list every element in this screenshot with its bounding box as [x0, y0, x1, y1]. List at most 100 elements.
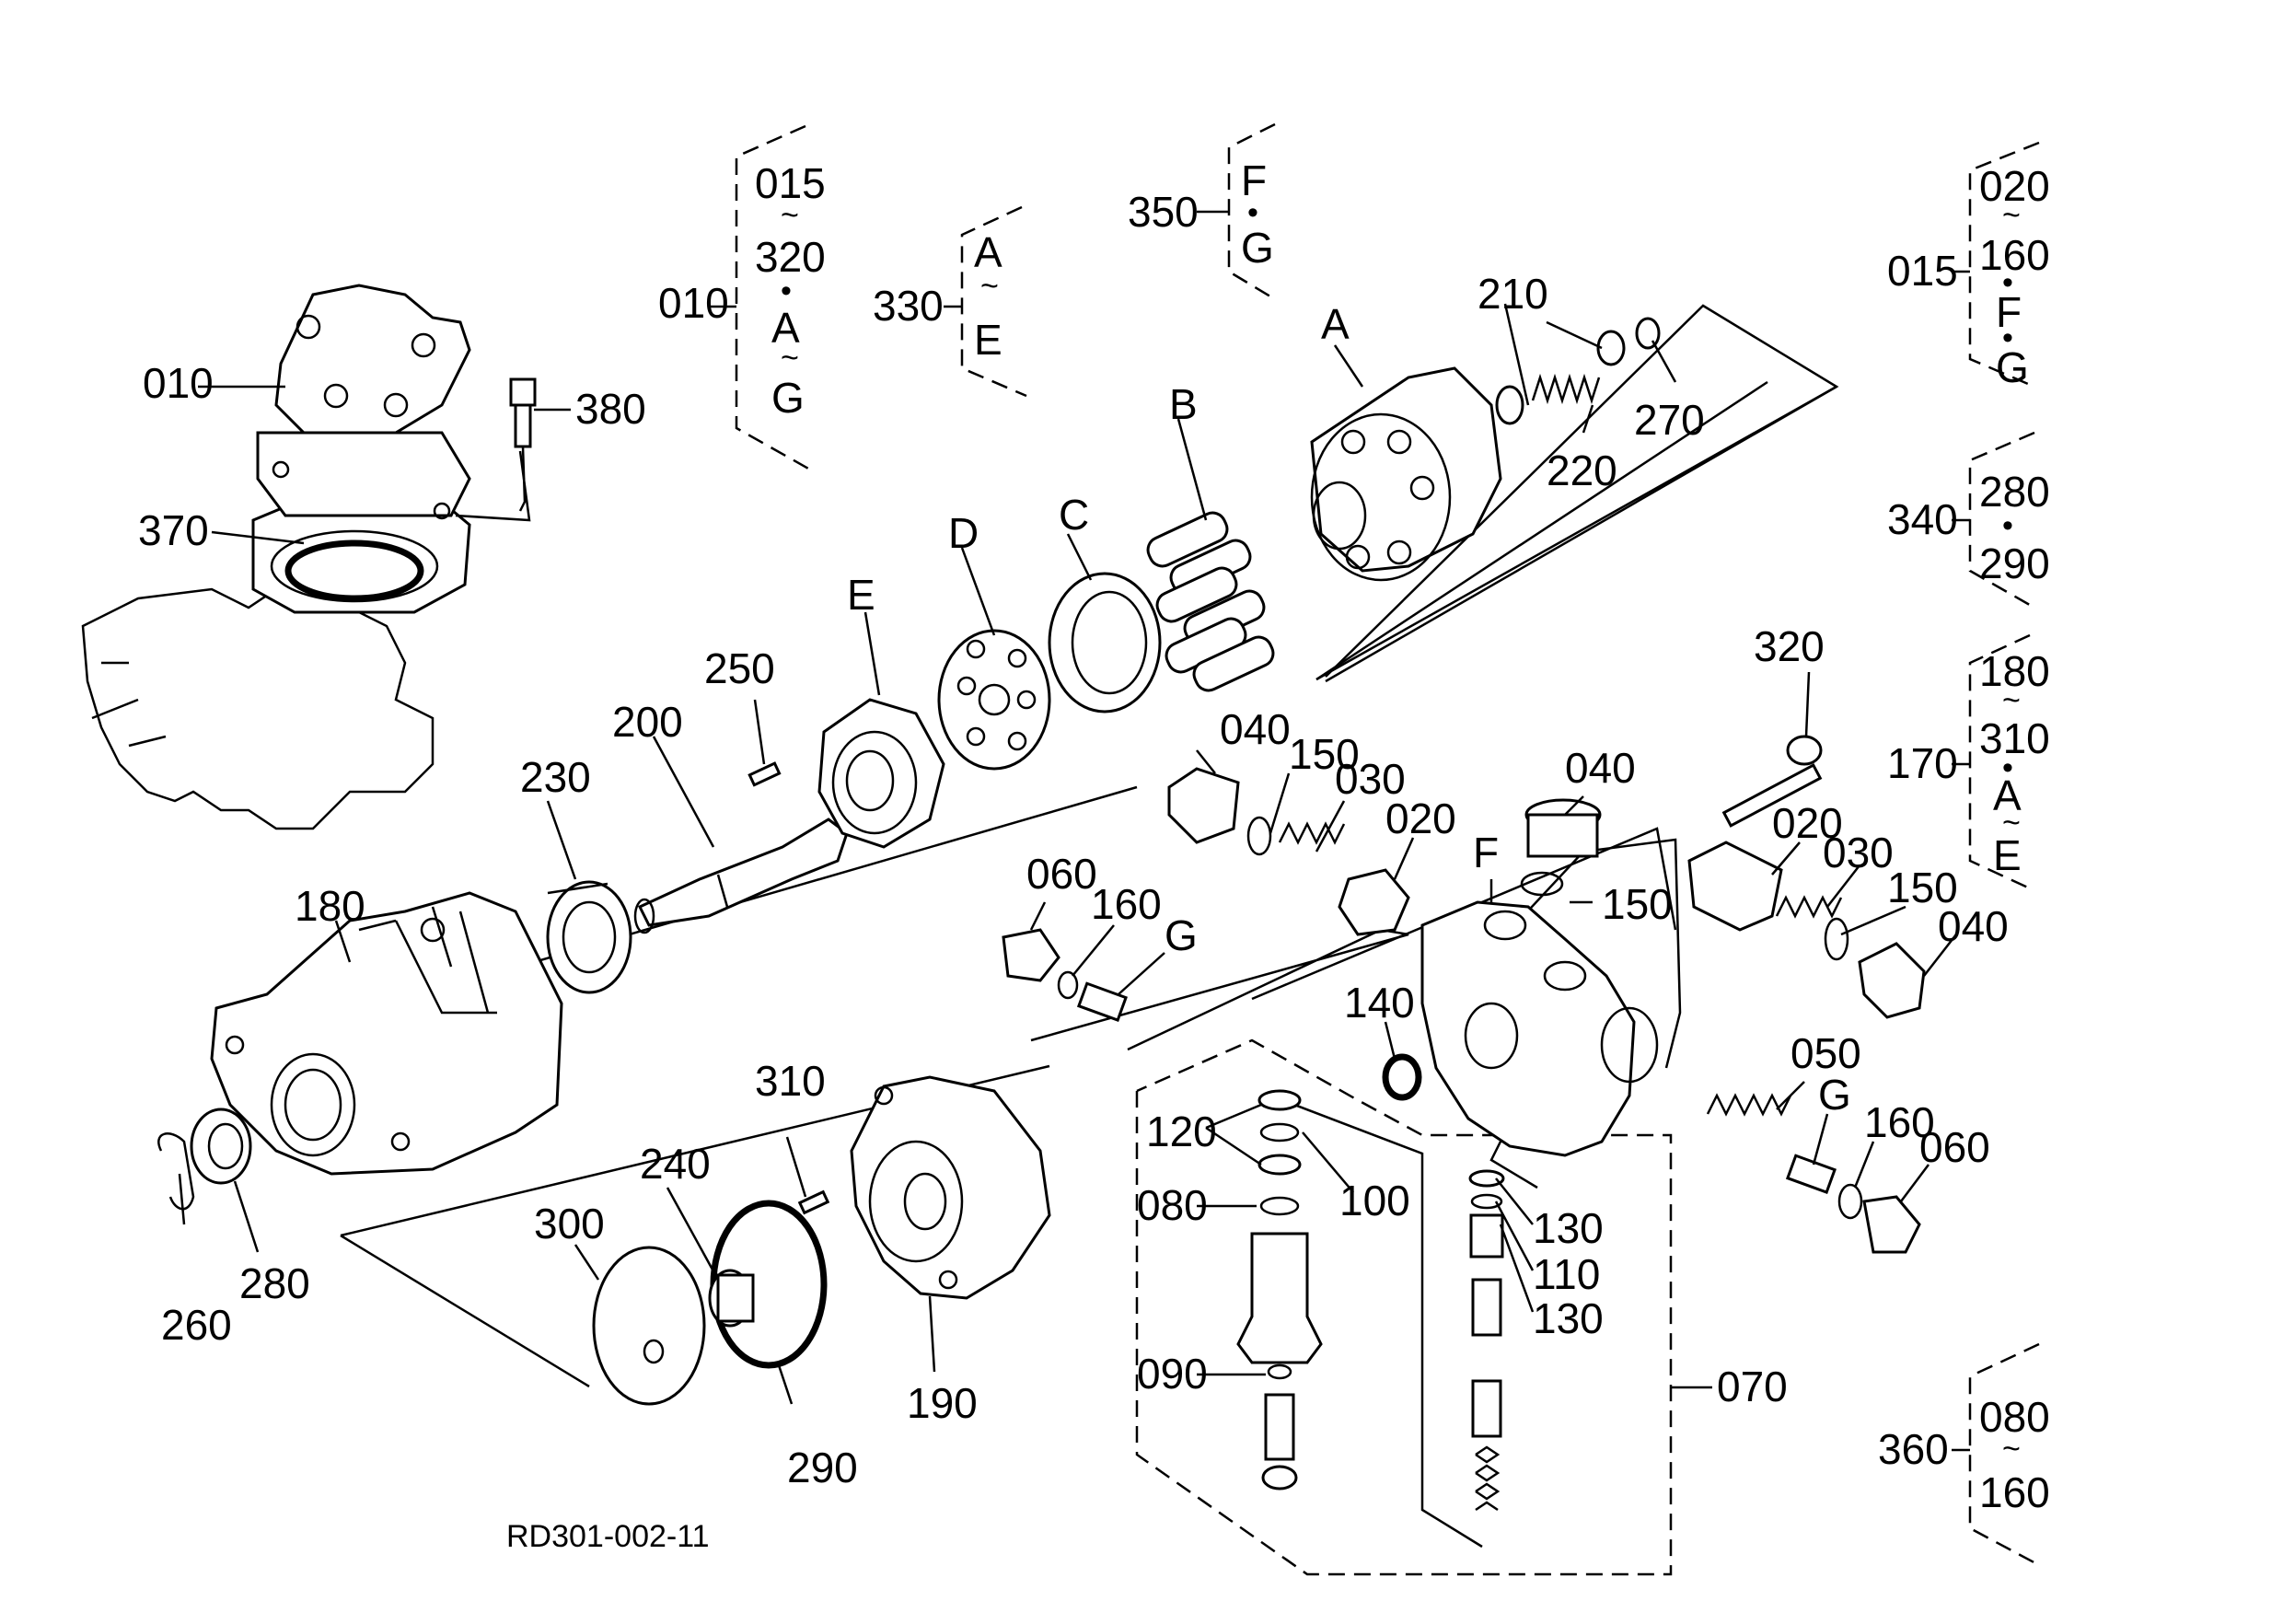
label-C: C — [1059, 491, 1089, 539]
label-040-a: 040 — [1220, 705, 1291, 753]
label-050: 050 — [1790, 1029, 1861, 1077]
label-F: F — [1473, 829, 1499, 876]
group-010-item-0: 015 — [755, 159, 826, 207]
label-240: 240 — [640, 1140, 711, 1188]
motor-assembly-010 — [81, 284, 471, 830]
group-360-item-2: 160 — [1979, 1468, 2050, 1516]
label-190: 190 — [907, 1379, 978, 1427]
group-350-item-2: G — [1241, 224, 1274, 272]
group-350-parent: 350 — [1128, 188, 1199, 236]
plate-D — [937, 629, 1051, 771]
label-320: 320 — [1754, 622, 1825, 670]
cylinder-block-A — [1310, 366, 1502, 582]
group-015-item-3: • — [2002, 265, 2013, 300]
label-130-a: 130 — [1533, 1204, 1604, 1252]
label-380: 380 — [575, 385, 646, 433]
group-brackets — [735, 122, 2040, 1567]
group-330-parent: 330 — [873, 282, 944, 330]
label-270: 270 — [1634, 396, 1705, 444]
label-040-b: 040 — [1565, 744, 1636, 792]
label-290: 290 — [787, 1444, 858, 1491]
group-330-item-2: E — [974, 316, 1002, 364]
label-G-a: G — [1165, 911, 1198, 959]
seal-280 — [190, 1108, 252, 1185]
pin-310 — [797, 1189, 830, 1215]
group-015-parent: 015 — [1887, 247, 1958, 295]
housing-180 — [210, 891, 563, 1176]
o-ring-140 — [1382, 1053, 1422, 1101]
needle-bearing-240 — [708, 1269, 755, 1328]
pin-250 — [747, 761, 782, 787]
label-230: 230 — [520, 753, 591, 801]
label-090: 090 — [1137, 1350, 1208, 1398]
label-150-c: 150 — [1887, 864, 1958, 911]
group-010-item-1: ~ — [781, 198, 799, 233]
end-cover-190 — [850, 1075, 1051, 1300]
group-340-item-2: 290 — [1979, 539, 2050, 587]
label-160-a: 160 — [1091, 880, 1162, 928]
group-330-item-0: A — [974, 228, 1002, 276]
label-160-b: 160 — [1864, 1098, 1935, 1146]
group-legends: 010 015 ~ 320 • A ~ G 330 A ~ E 350 F • … — [658, 157, 2050, 1516]
leader-lines — [178, 210, 1970, 1452]
valve-internals-070 — [1236, 1089, 1505, 1512]
cover-300 — [592, 1246, 706, 1406]
group-170-item-6: E — [1993, 831, 2022, 879]
plug-040-top — [1520, 798, 1602, 897]
pistons-B — [1146, 511, 1275, 692]
group-015-item-1: ~ — [2002, 198, 2021, 233]
label-130-b: 130 — [1533, 1294, 1604, 1342]
group-010-item-4: A — [771, 304, 800, 352]
label-060-a: 060 — [1026, 850, 1097, 898]
label-260: 260 — [161, 1301, 232, 1349]
group-340-parent: 340 — [1887, 495, 1958, 543]
group-015-item-5: • — [2002, 320, 2013, 355]
swash-plate-E — [817, 698, 945, 849]
relief-set-right — [1687, 841, 1926, 1019]
label-030-a: 030 — [1335, 755, 1406, 803]
group-010-item-3: • — [781, 273, 792, 308]
group-360-item-0: 080 — [1979, 1393, 2050, 1441]
callout-labels: 010 380 370 A B C D E 250 200 230 180 21… — [138, 270, 2009, 1491]
label-G-b: G — [1818, 1071, 1851, 1119]
group-340-item-0: 280 — [1979, 468, 2050, 516]
label-370: 370 — [138, 506, 209, 554]
group-350-item-1: • — [1247, 195, 1258, 230]
group-015-item-4: F — [1996, 288, 2022, 336]
label-140: 140 — [1344, 979, 1415, 1027]
group-170-item-2: 310 — [1979, 714, 2050, 762]
group-330-item-1: ~ — [980, 269, 999, 304]
label-150-a: 150 — [1289, 730, 1360, 778]
label-040-c: 040 — [1938, 902, 2009, 950]
snap-ring-260 — [157, 1132, 195, 1211]
ring-C — [1048, 572, 1162, 713]
bolt-380 — [455, 377, 537, 522]
bolt-320 — [1721, 735, 1823, 828]
label-110: 110 — [1533, 1250, 1600, 1298]
label-B: B — [1169, 380, 1198, 428]
label-100: 100 — [1339, 1177, 1410, 1224]
label-060-b: 060 — [1919, 1123, 1990, 1171]
group-015-item-0: 020 — [1979, 162, 2050, 210]
label-030-b: 030 — [1823, 829, 1894, 876]
label-210: 210 — [1478, 270, 1548, 318]
label-280: 280 — [239, 1259, 310, 1307]
assembly-070-box — [1135, 1038, 1673, 1576]
label-010: 010 — [143, 359, 214, 407]
label-250: 250 — [704, 644, 775, 692]
group-340-item-1: • — [2002, 508, 2013, 543]
label-310: 310 — [755, 1057, 826, 1105]
group-010-item-2: 320 — [755, 233, 826, 281]
group-360-item-1: ~ — [2002, 1432, 2021, 1467]
group-170-item-1: ~ — [2002, 683, 2021, 718]
drawing-id: RD301-002-11 — [506, 1519, 710, 1554]
label-150-b: 150 — [1602, 880, 1673, 928]
label-220: 220 — [1547, 447, 1617, 494]
label-180: 180 — [295, 882, 365, 930]
label-020-b: 020 — [1772, 799, 1843, 847]
group-170-item-4: A — [1993, 771, 2022, 819]
group-015-item-2: 160 — [1979, 231, 2050, 279]
label-D: D — [948, 509, 979, 557]
group-170-parent: 170 — [1887, 739, 1958, 787]
